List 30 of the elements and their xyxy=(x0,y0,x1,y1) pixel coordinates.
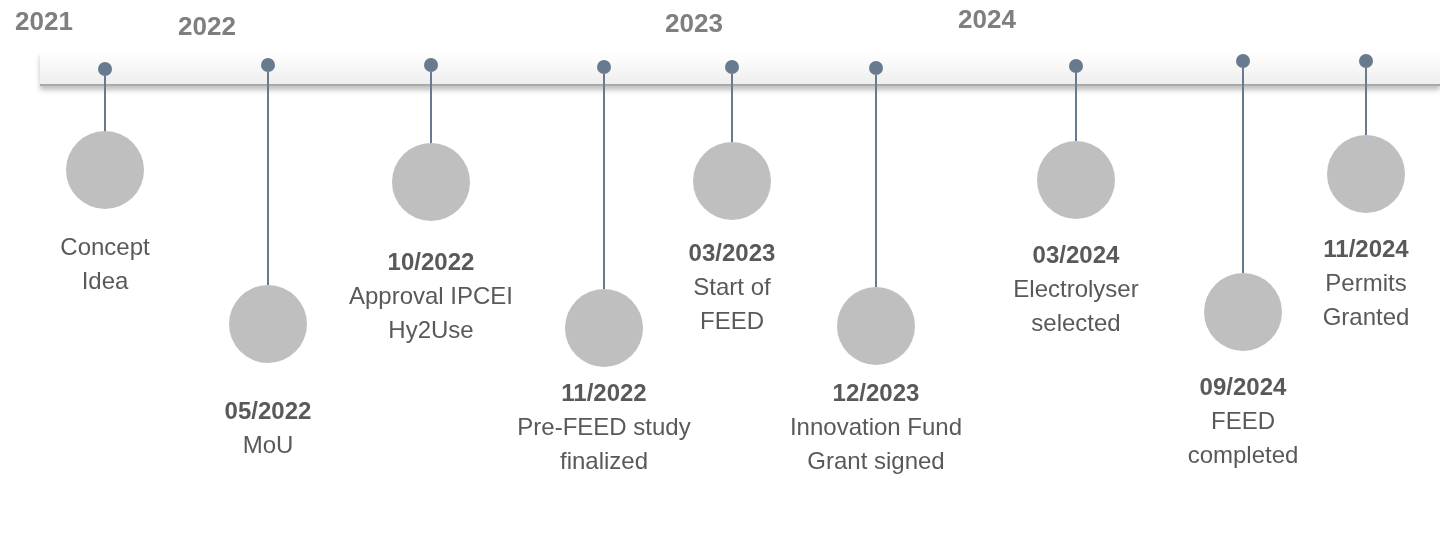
year-label: 2023 xyxy=(665,8,723,39)
milestone-caption: Start of FEED xyxy=(692,272,772,336)
milestone-date: 09/2024 xyxy=(1199,372,1287,402)
connector-line xyxy=(603,73,605,290)
connector-line xyxy=(1365,67,1367,136)
milestone-date: 11/2022 xyxy=(561,378,647,408)
milestone-date: 12/2023 xyxy=(832,378,920,408)
milestone-date: 11/2024 xyxy=(1323,234,1409,264)
milestone-caption: FEED completed xyxy=(1186,406,1300,470)
year-label: 2021 xyxy=(15,6,73,37)
milestone-caption: Pre-FEED study finalized xyxy=(516,412,692,476)
connector-line xyxy=(430,71,432,144)
connector-line xyxy=(731,73,733,143)
milestone-caption: Concept Idea xyxy=(59,232,151,296)
connector-line xyxy=(1075,72,1077,142)
year-label: 2024 xyxy=(958,4,1016,35)
milestone-date: 05/2022 xyxy=(224,396,312,426)
milestone-date: 03/2023 xyxy=(688,238,776,268)
milestone-caption: Approval IPCEI Hy2Use xyxy=(347,281,515,345)
milestone-date: 10/2022 xyxy=(387,247,475,277)
milestone-caption: MoU xyxy=(242,430,294,460)
milestone-caption: Electrolyser selected xyxy=(1012,274,1140,338)
connector-line xyxy=(104,75,106,132)
connector-line xyxy=(1242,67,1244,274)
connector-line xyxy=(267,71,269,286)
milestone-caption: Innovation Fund Grant signed xyxy=(788,412,964,476)
milestone-date: 03/2024 xyxy=(1032,240,1120,270)
year-label: 2022 xyxy=(178,11,236,42)
milestone-caption: Permits Granted xyxy=(1321,268,1411,332)
connector-line xyxy=(875,74,877,288)
